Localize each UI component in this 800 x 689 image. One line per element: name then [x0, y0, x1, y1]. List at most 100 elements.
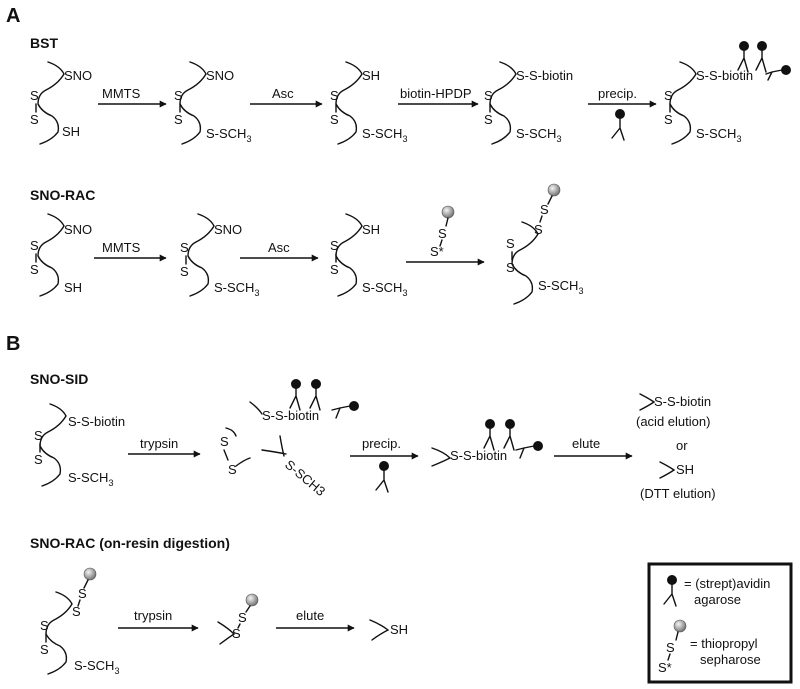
- bst-group-ssbiotin-2: S-S-biotin: [696, 68, 753, 83]
- resin-s-2: S: [40, 642, 49, 657]
- resin-s-1: S: [40, 618, 49, 633]
- snosid-group-ssbiotin: S-S-biotin: [68, 414, 125, 429]
- snorac-s-3: S: [180, 240, 189, 255]
- section-label-b: B: [6, 333, 20, 355]
- snosid-peptide-ssbiotin: S-S-biotin: [262, 408, 319, 423]
- snorac-reagent-s: S: [438, 226, 447, 241]
- resin-product-sh: SH: [390, 622, 408, 637]
- snosid-digested-peptides: S-S-biotin S S S-SCH3: [220, 401, 328, 499]
- snorac-s-6: S: [330, 262, 339, 277]
- snorac-protein-3: SH S S S-SCH3: [330, 213, 407, 298]
- legend-avidin-line1: = (strept)avidin: [684, 576, 770, 591]
- snosid-s-1: S: [34, 428, 43, 443]
- snorac-s-2: S: [30, 262, 39, 277]
- bst-group-sno: SNO: [64, 68, 92, 83]
- bst-group-sno-2: SNO: [206, 68, 234, 83]
- snorac-protein-2: SNO S S S-SCH3: [180, 213, 259, 298]
- snosid-peptide-precipitated: S-S-biotin: [431, 447, 507, 467]
- snosid-peptide-s-2: S: [228, 462, 237, 477]
- snosid-elution-sh: SH: [676, 462, 694, 477]
- snorac-s-8: S: [506, 260, 515, 275]
- snorac-label-asc: Asc: [268, 240, 290, 255]
- snorac-reagent-s-star: S*: [430, 244, 444, 259]
- bst-s-1: S: [30, 88, 39, 103]
- legend-thiopropyl-icon: S S*: [658, 619, 687, 675]
- bst-group-ssch3-4: S-SCH3: [696, 126, 741, 144]
- snosid-label-elute: elute: [572, 436, 600, 451]
- snorac-bound-s-2: S: [534, 222, 543, 237]
- snosid-avidin-icon: [375, 461, 389, 493]
- bst-group-ssch3-3: S-SCH3: [516, 126, 561, 144]
- snosid-peptide-ssch3: S-SCH3: [282, 457, 328, 499]
- legend: = (strept)avidin agarose S S* = thioprop…: [647, 562, 793, 684]
- bst-s-7: S: [484, 88, 493, 103]
- snosid-label-precip: precip.: [362, 436, 401, 451]
- resin-label-elute: elute: [296, 608, 324, 623]
- snorac-protein-4: S S S S S-SCH3: [506, 183, 583, 305]
- legend-thio-line2: sepharose: [700, 652, 761, 667]
- bst-avidin-bound-icon: [737, 41, 791, 81]
- snosid-protein-1: S-S-biotin S S S-SCH3: [34, 403, 125, 488]
- bst-s-2: S: [30, 112, 39, 127]
- resin-protein-1: S S S S S-SCH3: [40, 567, 119, 676]
- bst-group-ssch3: S-SCH3: [206, 126, 251, 144]
- bst-label-precip: precip.: [598, 86, 637, 101]
- snorac-group-ssch3-2: S-SCH3: [362, 280, 407, 298]
- bst-label-biotin-hpdp: biotin-HPDP: [400, 86, 472, 101]
- bst-protein-2: SNO S S S-SCH3: [174, 61, 251, 145]
- legend-avidin-icon: [663, 575, 677, 607]
- bst-label-mmts: MMTS: [102, 86, 141, 101]
- snosid-elution-or: or: [676, 438, 688, 453]
- snosid-elution-dtt: (DTT elution): [640, 486, 716, 501]
- snosid-elution-acid: (acid elution): [636, 414, 710, 429]
- snorac-group-sno-2: SNO: [214, 222, 242, 237]
- bst-s-9: S: [664, 88, 673, 103]
- bst-group-ssbiotin: S-S-biotin: [516, 68, 573, 83]
- snosid-group-ssch3: S-SCH3: [68, 470, 113, 488]
- snosid-elution-products: S-S-biotin (acid elution) or SH (DTT elu…: [636, 393, 716, 501]
- bst-avidin-icon: [611, 109, 625, 141]
- method-label-bst: BST: [30, 35, 58, 51]
- bst-protein-1: SNO S S SH: [30, 61, 92, 145]
- snorac-s-4: S: [180, 264, 189, 279]
- bst-protein-3: SH S S S-SCH3: [330, 61, 407, 145]
- resin-group-ssch3: S-SCH3: [74, 658, 119, 676]
- bst-s-3: S: [174, 88, 183, 103]
- snorac-label-mmts: MMTS: [102, 240, 141, 255]
- legend-thio-line1: = thiopropyl: [690, 636, 758, 651]
- bst-protein-5: S-S-biotin S S S-SCH3: [664, 61, 753, 145]
- resin-bound-s-2: S: [72, 604, 81, 619]
- snorac-group-sh-2: SH: [362, 222, 380, 237]
- resin-label-trypsin: trypsin: [134, 608, 172, 623]
- bst-label-asc: Asc: [272, 86, 294, 101]
- method-label-snorac: SNO-RAC: [30, 187, 95, 203]
- snorac-s-7: S: [506, 236, 515, 251]
- method-label-snorac-resin: SNO-RAC (on-resin digestion): [30, 535, 230, 551]
- bst-protein-4: S-S-biotin S S S-SCH3: [484, 61, 573, 145]
- bst-s-5: S: [330, 88, 339, 103]
- resin-bound-s-1: S: [78, 586, 87, 601]
- snorac-group-ssch3-3: S-SCH3: [538, 278, 583, 296]
- snosid-label-trypsin: trypsin: [140, 436, 178, 451]
- section-label-a: A: [6, 5, 20, 27]
- snosid-s-2: S: [34, 452, 43, 467]
- snosid-peptide-s-1: S: [220, 434, 229, 449]
- snorac-protein-1: SNO S S SH: [30, 213, 92, 297]
- snorac-s-5: S: [330, 238, 339, 253]
- snorac-s-1: S: [30, 238, 39, 253]
- bst-group-ssch3-2: S-SCH3: [362, 126, 407, 144]
- snorac-bound-bead-icon: [547, 183, 561, 197]
- snorac-group-ssch3: S-SCH3: [214, 280, 259, 298]
- snosid-avidin-bound-icon: [289, 379, 359, 419]
- resin-peptide-bound: S S: [217, 593, 259, 645]
- bst-s-4: S: [174, 112, 183, 127]
- bst-s-6: S: [330, 112, 339, 127]
- resin-bead-icon-1: [83, 567, 97, 581]
- legend-avidin-line2: agarose: [694, 592, 741, 607]
- snosid-precip-ssbiotin: S-S-biotin: [450, 448, 507, 463]
- snosid-avidin-bound-icon-2: [483, 419, 543, 459]
- legend-thio-s: S: [666, 640, 675, 655]
- snorac-thiopropyl-reagent-icon: S S*: [430, 205, 455, 259]
- snorac-bound-s-1: S: [540, 202, 549, 217]
